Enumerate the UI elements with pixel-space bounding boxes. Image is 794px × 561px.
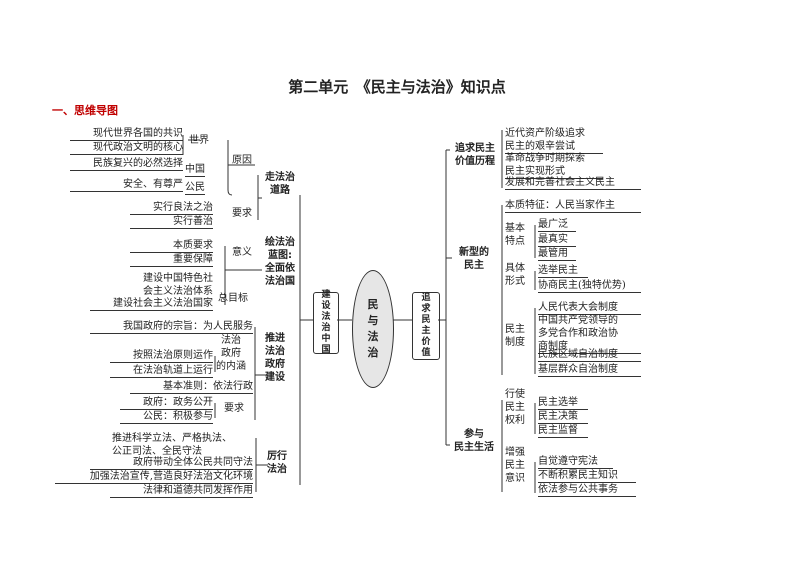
leaf-develop: 发展和完善社会主义民主 [505, 176, 641, 190]
leaf-npc: 人民代表大会制度 [538, 301, 641, 315]
leaf-election: 民主选举 [538, 396, 588, 410]
node-requirement-2: 要求 [224, 403, 244, 414]
branch-participate: 参与 民主生活 [454, 429, 494, 453]
leaf-system: 建设中国特色社 会主义法治体系 [143, 273, 213, 297]
node-reason: 原因 [232, 155, 252, 166]
leaf-gov-open: 政府：政务公开 [120, 396, 213, 410]
node-goal: 总目标 [218, 293, 248, 304]
leaf-good-governance: 实行善治 [130, 215, 213, 229]
leaf-multiparty: 中国共产党领导的 多党合作和政治协 商制度 [538, 314, 641, 354]
node-requirement: 要求 [232, 208, 252, 219]
leaf-grassroots: 基层群众自治制度 [538, 363, 641, 377]
node-connotation: 法治 政府 的内涵 [216, 335, 246, 372]
leaf-essential: 本质要求 [130, 239, 213, 253]
leaf-consensus: 现代世界各国的共识 [70, 127, 183, 141]
leaf-revolution: 革命战争时期探索 民主实现形式 [505, 152, 603, 179]
node-china: 中国 [185, 164, 205, 177]
leaf-dignity: 安全、有尊严 [70, 178, 183, 192]
leaf-electoral: 选举民主 [538, 264, 588, 278]
leaf-most-useful: 最管用 [538, 247, 576, 261]
branch-blueprint: 绘法治 蓝图: 全面依 法治国 [265, 237, 295, 287]
leaf-public-affairs: 依法参与公共事务 [538, 483, 636, 497]
node-significance: 意义 [232, 247, 252, 258]
leaf-rejuvenation: 民族复兴的必然选择 [70, 157, 183, 171]
node-systems: 民主 制度 [505, 324, 525, 348]
leaf-consultative: 协商民主(独特优势) [538, 279, 641, 293]
leaf-principle: 按照法治原则运作 [110, 349, 213, 363]
leaf-broadest: 最广泛 [538, 218, 576, 232]
leaf-ethnic-autonomy: 民族区域自治制度 [538, 348, 641, 362]
leaf-legislation: 推进科学立法、严格执法、 公正司法、全民守法 [112, 433, 232, 457]
node-rights: 行使 民主 权利 [505, 389, 525, 426]
leaf-guarantee: 重要保障 [130, 253, 213, 267]
node-citizen: 公民 [185, 182, 205, 195]
leaf-state: 建设社会主义法治国家 [90, 297, 213, 311]
node-build-rule-of-law-china: 建 设 法 治 中 国 [313, 290, 339, 355]
leaf-participate: 公民：积极参与 [120, 410, 213, 424]
leaf-bourgeois: 近代资产阶级追求 民主的艰辛尝试 [505, 127, 603, 154]
node-awareness: 增强 民主 意识 [505, 447, 525, 484]
branch-new-democracy: 新型的 民主 [459, 247, 489, 271]
section-heading: 一、思维导图 [52, 104, 118, 117]
node-features: 基本 特点 [505, 223, 525, 247]
leaf-morality: 法律和道德共同发挥作用 [110, 484, 253, 498]
leaf-admin-by-law: 基本准则：依法行政 [130, 380, 253, 394]
branch-government: 推进 法治 政府 建设 [265, 333, 285, 383]
leaf-good-law: 实行良法之治 [130, 201, 213, 215]
node-world: 世界 [189, 135, 209, 146]
leaf-knowledge: 不断积累民主知识 [538, 469, 636, 483]
leaf-constitution: 自觉遵守宪法 [538, 455, 613, 469]
page-title: 第二单元 《民主与法治》知识点 [288, 78, 506, 96]
leaf-decision: 民主决策 [538, 410, 588, 424]
central-topic: 民 与 法 治 [352, 270, 394, 388]
leaf-obey: 政府带动全体公民共同守法 [90, 456, 253, 470]
node-forms: 具体 形式 [505, 263, 525, 287]
leaf-core: 现代政治文明的核心 [70, 141, 183, 155]
branch-history: 追求民主 价值历程 [455, 143, 495, 167]
leaf-supervision: 民主监督 [538, 424, 588, 438]
leaf-publicity: 加强法治宣传,营造良好法治文化环境 [55, 470, 253, 484]
leaf-track: 在法治轨道上运行 [110, 364, 213, 378]
leaf-purpose: 我国政府的宗旨：为人民服务 [90, 320, 253, 334]
branch-rule-of-law-road: 走法治 道路 [265, 172, 295, 196]
leaf-truest: 最真实 [538, 233, 576, 247]
leaf-essence: 本质特征：人民当家作主 [505, 199, 641, 213]
branch-practice: 厉行 法治 [267, 451, 287, 475]
node-pursue-democracy: 追 求 民 主 价 值 [412, 292, 440, 360]
